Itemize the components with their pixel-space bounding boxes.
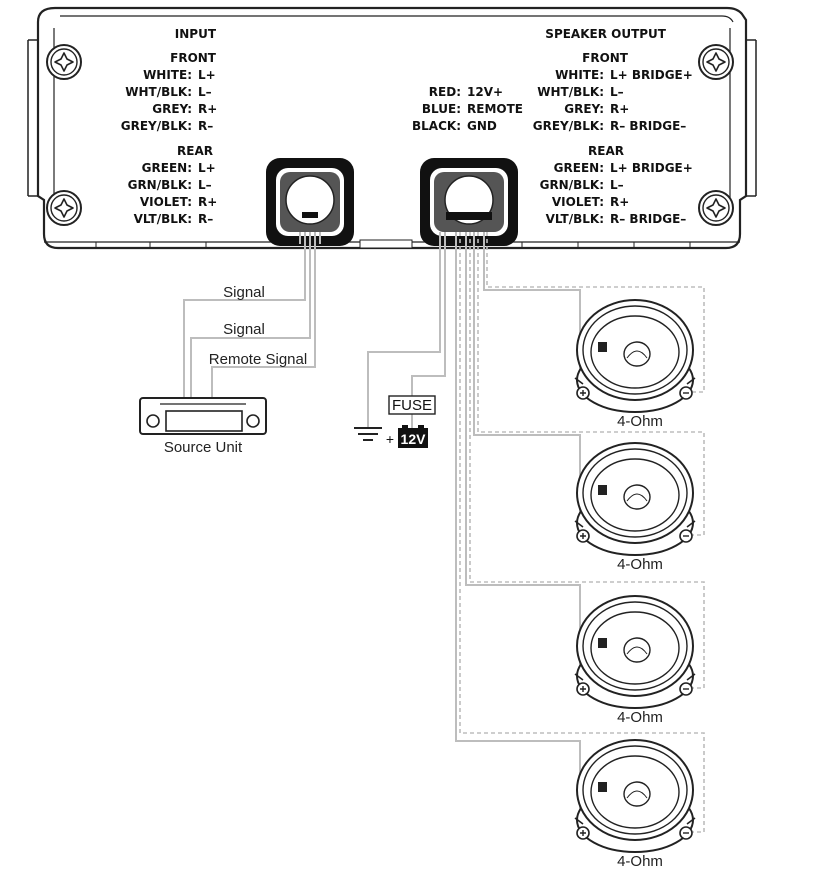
speaker-front-color: WHT/BLK: [537,85,604,99]
power-wires [367,232,446,428]
power-list: RED: 12V+ BLUE: REMOTE BLACK: GND [412,85,523,133]
source-unit-label: Source Unit [164,439,243,456]
speaker-rear-pin: L– [610,178,624,192]
power-pin: REMOTE [467,102,523,116]
speaker-3: 4-Ohm [574,595,696,726]
amplifier-body [27,5,786,251]
input-rear-color: VLT/BLK: [134,212,192,226]
remote-signal-label: Remote Signal [209,351,307,368]
input-front-pin: R+ [198,102,217,116]
speaker-front-pin: L– [610,85,624,99]
screw-icon [46,190,82,226]
speaker-2: 4-Ohm [574,442,696,573]
battery-plus: + [386,431,394,447]
speaker-rear-color: VLT/BLK: [546,212,604,226]
screw-icon [46,44,82,80]
input-front-pin: L– [198,85,212,99]
speaker-output-title: SPEAKER OUTPUT [545,27,667,41]
source-unit [139,397,267,435]
speaker-rear-color: VIOLET: [552,195,604,209]
signal-label: Signal [223,284,265,301]
speaker-impedance: 4-Ohm [617,853,663,869]
input-front-pin: R– [198,119,213,133]
battery-icon [398,425,428,448]
input-front-color: WHITE: [143,68,192,82]
screw-icon [698,44,734,80]
speaker-impedance: 4-Ohm [617,413,663,430]
input-wires [183,232,321,398]
input-rear-color: GRN/BLK: [128,178,192,192]
power-pin: 12V+ [467,85,503,99]
speaker-front-pin: R+ [610,102,629,116]
speaker-icon [574,299,696,413]
speaker-power-connector [420,158,518,246]
speaker-rear-pin: R+ [610,195,629,209]
speaker-front-color: GREY/BLK: [533,119,604,133]
speaker-rear-pin: R– BRIDGE– [610,212,686,226]
input-front-color: WHT/BLK: [125,85,192,99]
speaker-icon [574,442,696,556]
input-rear-list: GREEN: L+ GRN/BLK: L– VIOLET: R+ VLT/BLK… [128,161,218,226]
power-color: BLUE: [422,102,461,116]
speaker-front-color: GREY: [564,102,604,116]
input-front-list: WHITE: L+ WHT/BLK: L– GREY: R+ GREY/BLK:… [121,68,218,133]
input-rear-color: GREEN: [142,161,192,175]
speaker-output-rear-list: GREEN: L+ BRIDGE+ GRN/BLK: L– VIOLET: R+… [540,161,693,226]
speaker-impedance: 4-Ohm [617,709,663,726]
fuse-box [388,395,436,415]
input-connector [266,158,413,249]
input-front-heading: FRONT [170,51,217,65]
speaker-rear-pin: L+ BRIDGE+ [610,161,693,175]
input-rear-pin: R+ [198,195,217,209]
input-rear-pin: L– [198,178,212,192]
speaker-front-pin: L+ BRIDGE+ [610,68,693,82]
speaker-rear-color: GREEN: [554,161,604,175]
input-front-color: GREY/BLK: [121,119,192,133]
speaker-4: 4-Ohm [574,739,696,869]
speaker-front-color: WHITE: [555,68,604,82]
signal-label: Signal [223,321,265,338]
input-front-pin: L+ [198,68,216,82]
input-rear-pin: L+ [198,161,216,175]
screw-icon [698,190,734,226]
speaker-output-front-heading: FRONT [582,51,629,65]
speaker-output-rear-heading: REAR [588,144,624,158]
speaker-impedance: 4-Ohm [617,556,663,573]
power-color: BLACK: [412,119,461,133]
input-title: INPUT [175,27,217,41]
fuse-label: FUSE [392,397,432,414]
ground-icon [354,427,382,441]
speaker-front-pin: R– BRIDGE– [610,119,686,133]
speaker-rear-color: GRN/BLK: [540,178,604,192]
speaker-1: 4-Ohm [574,299,696,430]
speaker-icon [574,595,696,709]
input-rear-color: VIOLET: [140,195,192,209]
speaker-icon [574,739,696,853]
input-rear-heading: REAR [177,144,213,158]
input-rear-pin: R– [198,212,213,226]
battery-label: 12V [401,431,427,447]
speaker-output-front-list: WHITE: L+ BRIDGE+ WHT/BLK: L– GREY: R+ G… [533,68,693,133]
input-front-color: GREY: [152,102,192,116]
power-pin: GND [467,119,497,133]
power-color: RED: [429,85,461,99]
